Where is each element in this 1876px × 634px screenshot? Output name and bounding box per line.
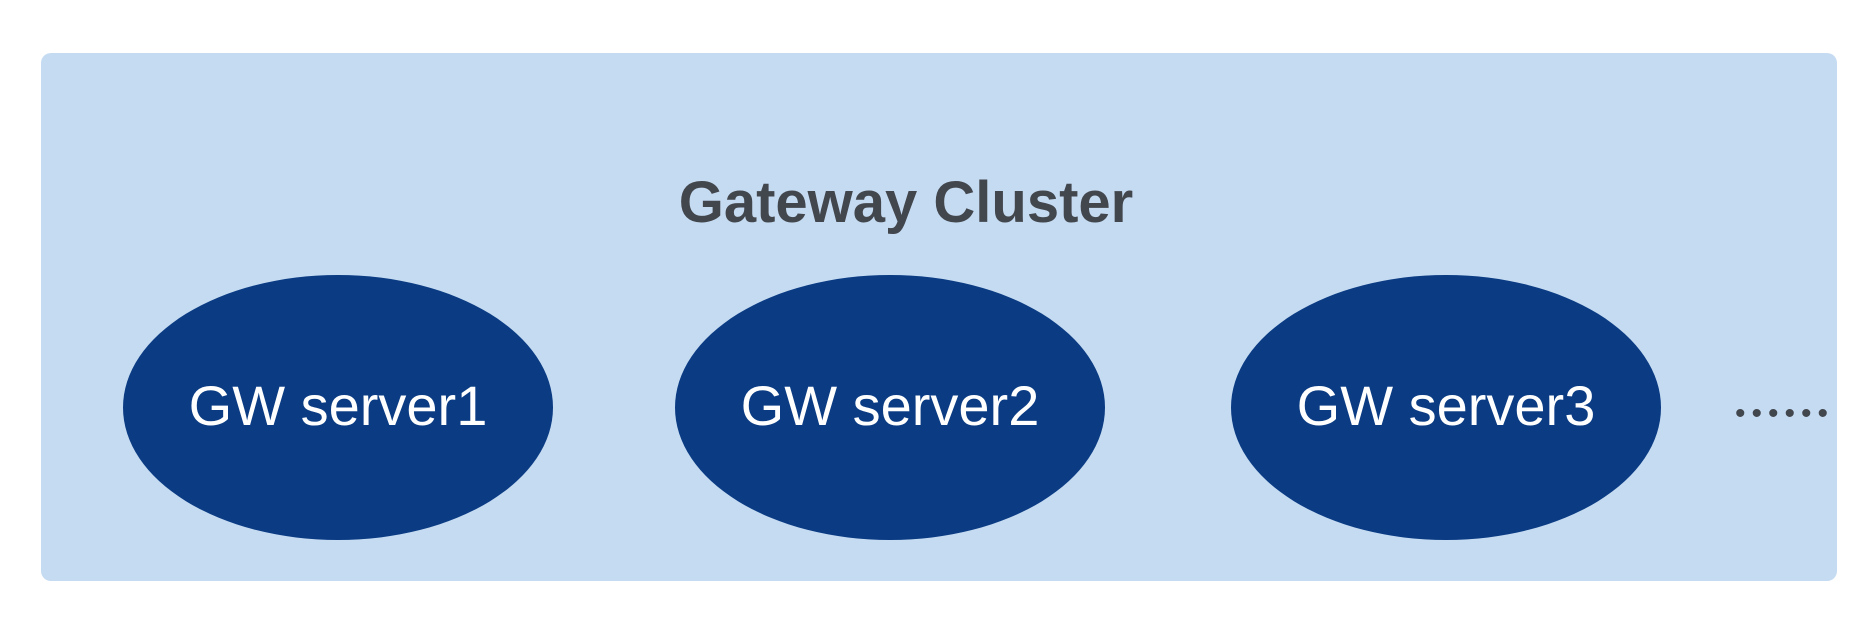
gw-server1-node: GW server1: [123, 275, 553, 540]
gw-server2-node: GW server2: [675, 275, 1105, 540]
gw-server1-label: GW server1: [188, 373, 488, 437]
cluster-title: Gateway Cluster: [678, 170, 1134, 235]
gw-server3-node: GW server3: [1231, 275, 1661, 540]
gateway-cluster-container: Gateway Cluster GW server1 GW server2 GW…: [41, 53, 1837, 581]
more-servers-ellipsis: ••••••: [1735, 397, 1835, 430]
gw-server2-label: GW server2: [740, 373, 1040, 437]
gw-server3-label: GW server3: [1296, 373, 1596, 437]
